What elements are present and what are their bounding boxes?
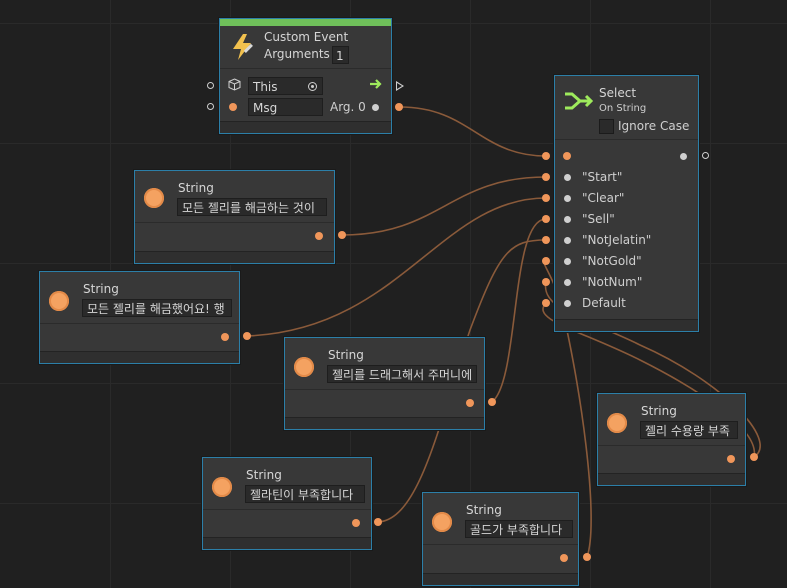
- arg0-label: Arg. 0: [330, 100, 366, 114]
- string-icon: [294, 357, 314, 377]
- lightning-icon: [233, 34, 253, 60]
- case-sell-label: "Sell": [582, 212, 615, 226]
- string-inner-output-dot: [315, 232, 323, 240]
- string-value-field[interactable]: 모든 젤리를 해금했어요! 행: [82, 299, 232, 317]
- string-node-6-output-port[interactable]: [750, 453, 758, 461]
- string-title: String: [178, 181, 214, 195]
- arg0-inner-dot: [372, 104, 379, 111]
- wire-string1-to-start: [341, 176, 547, 236]
- case-start-label: "Start": [582, 170, 623, 184]
- string-node-1-output-port[interactable]: [338, 231, 346, 239]
- string-value-field[interactable]: 젤리 수용량 부족: [640, 421, 738, 439]
- arg0-output-port[interactable]: [395, 103, 403, 111]
- select-title: Select: [599, 86, 637, 100]
- string-inner-output-dot: [560, 554, 568, 562]
- string-value-field[interactable]: 젤리를 드래그해서 주머니에: [327, 365, 477, 383]
- arguments-count-field[interactable]: 1: [332, 46, 349, 64]
- string-node-4-output-port[interactable]: [374, 518, 382, 526]
- case-clear-label: "Clear": [582, 191, 625, 205]
- event-name-port[interactable]: [207, 103, 214, 110]
- string-inner-output-dot: [727, 455, 735, 463]
- case-notnum-label: "NotNum": [582, 275, 643, 289]
- string-icon: [49, 291, 69, 311]
- wire-arg0-to-select: [399, 106, 547, 157]
- string-value-field[interactable]: 모든 젤리를 해금하는 것이: [177, 198, 327, 216]
- select-icon: [565, 92, 593, 110]
- case-clear-port[interactable]: [542, 194, 550, 202]
- case-default-port[interactable]: [542, 299, 550, 307]
- select-output-dot: [680, 153, 687, 160]
- string-icon: [607, 413, 627, 433]
- string-title: String: [641, 404, 677, 418]
- flow-out-arrow-icon: [370, 79, 382, 89]
- case-start-port[interactable]: [542, 173, 550, 181]
- string-icon: [212, 477, 232, 497]
- string-inner-output-dot: [466, 399, 474, 407]
- case-notgold-port[interactable]: [542, 257, 550, 265]
- string-inner-output-dot: [352, 519, 360, 527]
- case-notjelatin-port[interactable]: [542, 236, 550, 244]
- string-node-2-output-port[interactable]: [243, 332, 251, 340]
- string-title: String: [83, 282, 119, 296]
- case-sell-port[interactable]: [542, 215, 550, 223]
- string-value-field[interactable]: 골드가 부족합니다: [465, 520, 573, 538]
- select-subtitle: On String: [599, 103, 647, 114]
- select-input-port[interactable]: [542, 152, 550, 160]
- event-target-port[interactable]: [207, 82, 214, 89]
- string-title: String: [466, 503, 502, 517]
- string-inner-output-dot: [221, 333, 229, 341]
- string-title: String: [328, 348, 364, 362]
- string-value-field[interactable]: 젤라틴이 부족합니다: [245, 485, 365, 503]
- wire-string3-to-sell: [491, 218, 547, 403]
- string-node-5-output-port[interactable]: [583, 553, 591, 561]
- string-node-2[interactable]: String 모든 젤리를 해금했어요! 행: [39, 271, 240, 364]
- string-title: String: [246, 468, 282, 482]
- case-notgold-label: "NotGold": [582, 254, 642, 268]
- custom-event-node[interactable]: Custom Event Arguments 1 This Msg Arg. 0: [219, 18, 392, 134]
- string-node-1[interactable]: String 모든 젤리를 해금하는 것이: [134, 170, 335, 264]
- ignore-case-label: Ignore Case: [618, 119, 690, 133]
- select-inner-input-dot: [563, 152, 571, 160]
- case-notjelatin-label: "NotJelatin": [582, 233, 652, 247]
- select-on-string-node[interactable]: Select On String Ignore Case "Start" "Cl…: [542, 75, 699, 332]
- case-default-label: Default: [582, 296, 626, 310]
- msg-input-port[interactable]: [229, 103, 237, 111]
- event-title: Custom Event: [264, 30, 349, 44]
- string-node-6[interactable]: String 젤리 수용량 부족: [597, 393, 746, 486]
- event-header-bar: [220, 19, 391, 26]
- target-field[interactable]: This: [248, 77, 323, 95]
- string-node-5[interactable]: String 골드가 부족합니다: [422, 492, 579, 586]
- target-picker-icon[interactable]: [308, 82, 317, 91]
- event-name-field[interactable]: Msg: [248, 98, 323, 116]
- arguments-label: Arguments: [264, 47, 330, 61]
- select-output-port[interactable]: [702, 152, 709, 159]
- string-icon: [432, 512, 452, 532]
- flow-output-port[interactable]: [396, 81, 404, 91]
- string-node-3[interactable]: String 젤리를 드래그해서 주머니에: [284, 337, 485, 430]
- string-node-3-output-port[interactable]: [488, 398, 496, 406]
- string-node-4[interactable]: String 젤라틴이 부족합니다: [202, 457, 372, 550]
- string-icon: [144, 188, 164, 208]
- ignore-case-checkbox[interactable]: [599, 119, 614, 134]
- case-notnum-port[interactable]: [542, 278, 550, 286]
- cube-icon: [228, 78, 241, 91]
